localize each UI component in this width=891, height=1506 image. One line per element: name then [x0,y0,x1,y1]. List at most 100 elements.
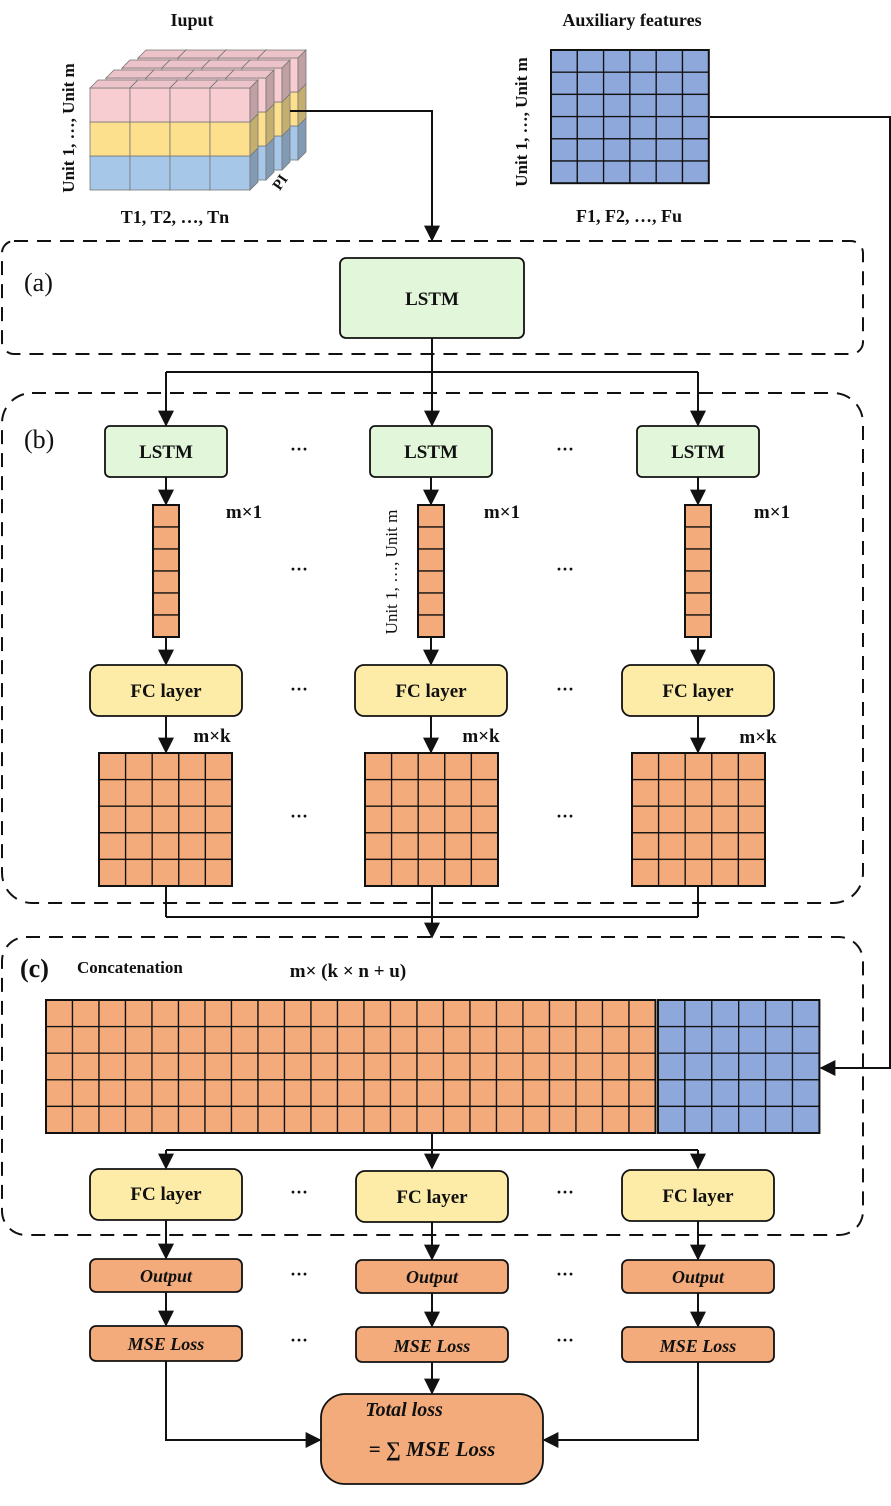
grid-cell [711,1105,740,1134]
grid-cell [363,1052,392,1081]
ellipsis-output-1: ··· [290,1264,308,1284]
grid-cell [575,1025,604,1054]
grid-cell [151,1079,180,1108]
grid-cell [442,1052,471,1081]
grid-cell [711,1052,740,1081]
grid-cell [98,1079,127,1108]
grid-cell [310,1079,339,1108]
grid-cell [417,548,445,572]
grid-cell [45,999,74,1028]
grid-border [550,49,710,185]
grid-cell [444,858,473,887]
grid-cell [98,752,127,781]
grid-cell [764,999,794,1028]
grid-cell [283,1052,312,1081]
concatenation-label: Concatenation [77,958,183,977]
grid-cell [548,1079,577,1108]
grid-cell [681,49,710,73]
grid-cell [257,1105,286,1134]
grid-cell [389,999,418,1028]
grid-cell [444,752,473,781]
grid-cell [310,999,339,1028]
lstm-branch-3-label: LSTM [671,442,725,463]
grid-cell [230,1105,259,1134]
grid-cell [204,858,233,887]
grid-cell [602,138,631,162]
grid-cell [655,71,684,96]
grid-cell [522,999,551,1028]
input-tensor-cube [89,49,307,191]
grid-cell [601,1079,630,1108]
grid-cell [417,570,445,594]
grid-cell [230,1025,259,1054]
concatenation-dim-label: m× (k × n + u) [290,961,406,982]
grid-cell [681,115,710,140]
grid-cell [764,1025,794,1054]
grid-cell [336,1025,365,1054]
grid-cell [177,1052,206,1081]
grid-cell [550,93,578,118]
vector-dim-label-3: m×1 [754,502,790,523]
ellipsis-fc-head-1: ··· [290,1182,308,1202]
grid-cell [764,1052,794,1081]
grid-cell [548,1052,577,1081]
grid-cell [738,999,767,1028]
matrix-mk-branch-3 [631,752,766,887]
cube-face [89,87,131,123]
grid-cell [601,999,630,1028]
grid-cell [310,1025,339,1054]
grid-cell [71,1052,100,1081]
cube-face [129,87,171,123]
grid-cell [45,1105,74,1134]
vector-dim-label-1: m×1 [226,502,262,523]
grid-cell [711,1025,740,1054]
grid-cell [363,1025,392,1054]
grid-cell [601,1025,630,1054]
grid-cell [684,999,713,1028]
grid-cell [711,752,740,781]
grid-cell [417,805,446,834]
grid-cell [469,999,498,1028]
grid-cell [98,805,127,834]
grid-cell [711,1079,740,1108]
ellipsis-output-2: ··· [556,1264,574,1284]
grid-cell [550,138,578,162]
grid-cell [657,805,686,834]
ellipsis-lstm-2: ··· [556,439,574,459]
grid-cell [390,778,419,807]
grid-cell [657,832,686,861]
cube-side [265,69,275,113]
cube-side [249,79,259,123]
grid-cell [230,999,259,1028]
cube-face [89,155,131,191]
grid-cell [416,1052,445,1081]
grid-cell [631,858,660,887]
grid-cell [684,1105,713,1134]
grid-cell [495,1025,524,1054]
grid-cell [469,1105,498,1134]
ellipsis-matrix-2: ··· [556,806,574,826]
grid-cell [469,1052,498,1081]
grid-cell [601,1105,630,1134]
grid-cell [124,805,153,834]
grid-cell [45,1052,74,1081]
grid-cell [469,1079,498,1108]
grid-cell [791,1105,821,1134]
grid-cell [124,999,153,1028]
output-1-label: Output [140,1266,193,1286]
grid-cell [178,752,207,781]
grid-cell [416,1079,445,1108]
input-pi-axis-label: PI [270,172,292,194]
grid-cell [230,1079,259,1108]
arrow-auxiliary-to-concatenation [710,116,891,1076]
ellipsis-vector-1: ··· [290,559,308,579]
grid-cell [178,858,207,887]
grid-cell [629,49,657,73]
lstm-branch-2-label: LSTM [404,442,458,463]
grid-cell [655,160,684,184]
vector-m1-branch-2 [417,504,445,638]
grid-cell [631,778,660,807]
grid-cell [628,1079,657,1108]
grid-cell [684,858,713,887]
